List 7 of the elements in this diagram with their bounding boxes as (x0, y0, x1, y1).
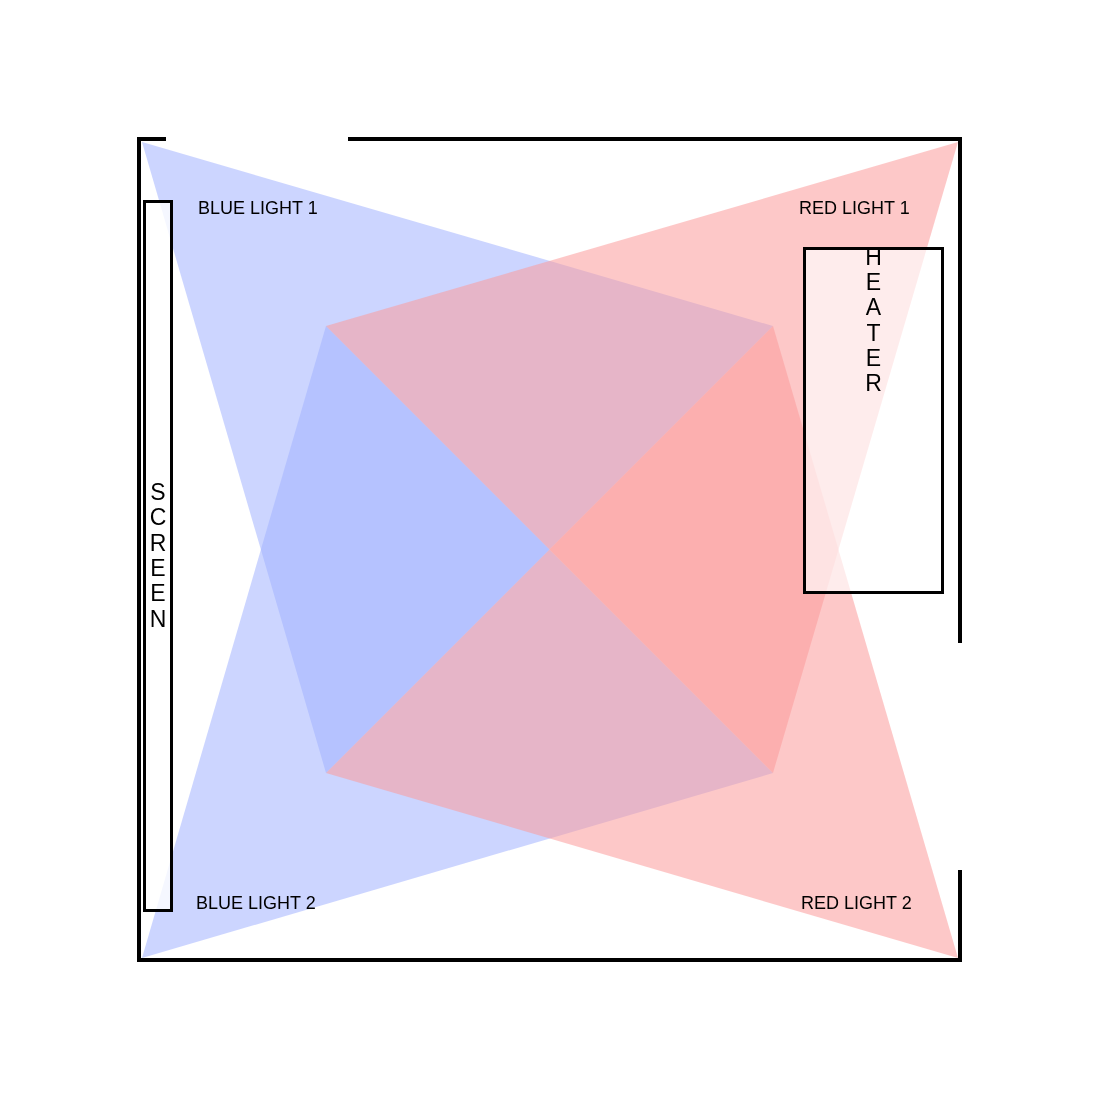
light-label: BLUE LIGHT 2 (196, 893, 316, 914)
screen-label: SCREEN (148, 480, 168, 632)
light-label: RED LIGHT 1 (799, 198, 910, 219)
light-label: BLUE LIGHT 1 (198, 198, 318, 219)
screen-box (143, 200, 173, 912)
heater-box (803, 247, 944, 594)
light-label: RED LIGHT 2 (801, 893, 912, 914)
